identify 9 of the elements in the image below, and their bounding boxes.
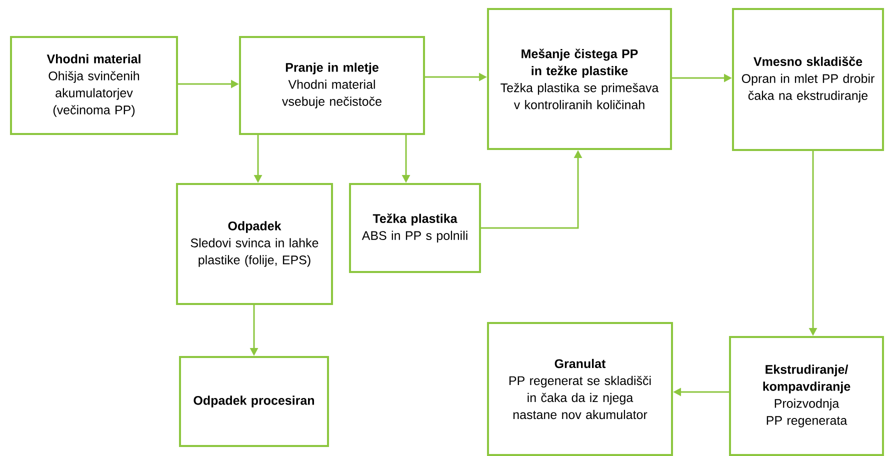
- process-box: Vhodni material Ohišja svinčenih akumulatorjev (večinoma PP): [10, 36, 178, 135]
- process-box: Vmesno skladišče Opran in mlet PP drobir čaka na ekstrudiranje: [732, 8, 884, 151]
- process-box: Ekstrudiranje/ kompavdiranje Proizvodnja PP regenerata: [729, 336, 884, 456]
- process-box: Težka plastika ABS in PP s polnili: [349, 183, 481, 273]
- process-box: Mešanje čistega PP in težke plastike Težka plastika se primešava v kontroliranih količinah: [487, 8, 672, 150]
- process-box: Odpadek procesiran: [179, 356, 329, 447]
- process-box: Pranje in mletje Vhodni material vsebuje nečistoče: [239, 36, 425, 135]
- process-box: Odpadek Sledovi svinca in lahke plastike (folije, EPS): [176, 183, 333, 305]
- process-box: Granulat PP regenerat se skladišči in čaka da iz njega nastane nov akumulator: [487, 322, 673, 456]
